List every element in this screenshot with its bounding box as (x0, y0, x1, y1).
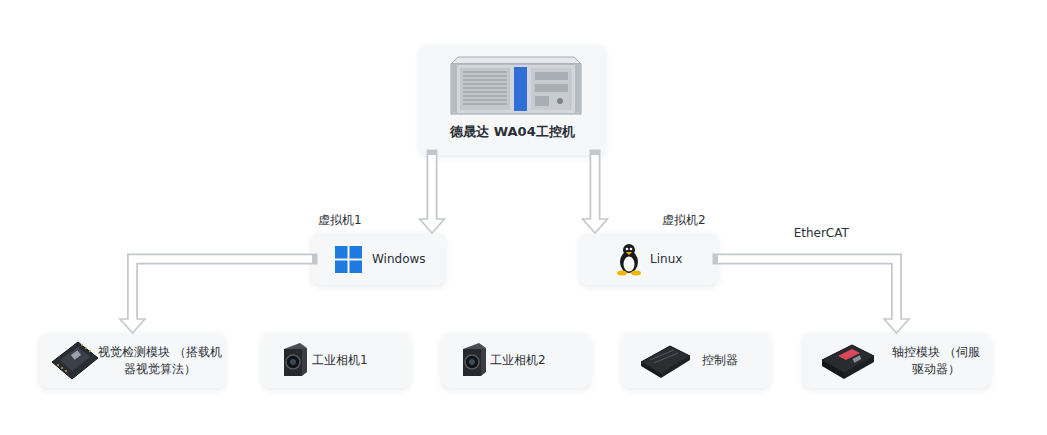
windows-logo (335, 246, 362, 273)
vm-heading: 虚拟机1 (318, 212, 362, 229)
device-box: 控制器 (622, 333, 770, 388)
vm-box: 虚拟机1Windows (312, 233, 445, 285)
device-box: 工业相机1 (262, 333, 410, 388)
node-label: 视觉检测模块 （搭载机器视觉算法） (97, 344, 223, 378)
arrow-shaft-fill (428, 155, 436, 220)
arrow-head-join (129, 317, 137, 320)
vm-heading: 虚拟机2 (662, 212, 706, 229)
controller-icon (641, 346, 690, 378)
node-label: 轴控模块 （伺服驱动器） (890, 344, 982, 378)
server-icon (451, 57, 581, 114)
node-label: 工业相机2 (490, 352, 546, 369)
node-label: 控制器 (702, 352, 738, 369)
industrial-camera-icon (284, 343, 307, 376)
hollow-arrow (718, 259, 909, 333)
linux-logo (617, 244, 641, 276)
arrow-head-join (893, 317, 901, 320)
arrow-shaft-outline (133, 259, 313, 320)
node-label: 工业相机1 (312, 352, 368, 369)
servo-drive-icon (822, 345, 874, 379)
arrow-head (420, 219, 445, 233)
arrow-head-join (428, 217, 436, 220)
arrow-shaft-fill (718, 259, 897, 320)
device-box: 轴控模块 （伺服驱动器） (803, 333, 990, 388)
device-box: 视觉检测模块 （搭载机器视觉算法） (40, 333, 225, 388)
arrow-head (120, 319, 145, 333)
industrial-camera-icon (463, 343, 486, 376)
arrow-shaft-fill (133, 259, 313, 320)
node-label: Linux (650, 251, 682, 268)
arrow-shaft-outline (427, 155, 438, 220)
node-label: Windows (372, 251, 426, 268)
hollow-arrow (120, 259, 312, 333)
hollow-arrow (583, 155, 608, 233)
device-box: 工业相机2 (442, 333, 590, 388)
node-label: 德晟达 WA04工控机 (450, 123, 574, 140)
vision-board-icon (52, 342, 98, 379)
hollow-arrow (420, 155, 445, 233)
arrow-shaft-outline (590, 155, 601, 220)
arrow-shaft-fill (591, 155, 599, 220)
arrow-head (884, 319, 909, 333)
vm-box: 虚拟机2Linux (580, 233, 718, 285)
arrow-shaft-outline (718, 259, 897, 320)
edge-label: EtherCAT (794, 226, 849, 240)
host-box: 德晟达 WA04工控机 (420, 45, 605, 155)
arrow-head (583, 219, 608, 233)
arrow-head-join (591, 217, 599, 220)
